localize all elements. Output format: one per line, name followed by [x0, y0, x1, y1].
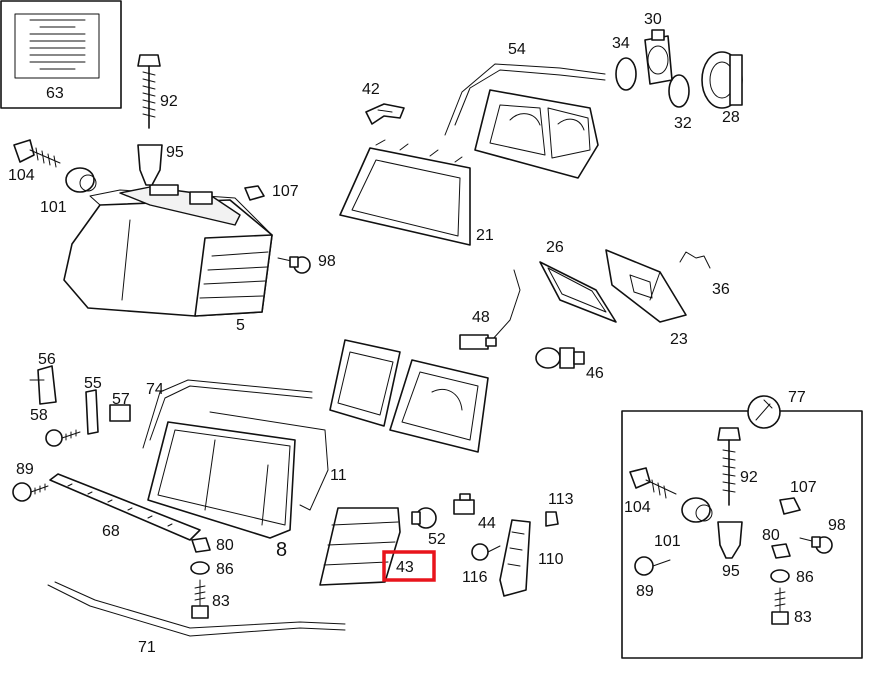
clip-57 — [109, 404, 131, 422]
part-63-frame — [0, 0, 122, 109]
label-101: 101 — [40, 199, 67, 216]
label-80b: 80 — [762, 527, 780, 544]
clip-80 — [191, 537, 211, 553]
washer-86 — [190, 561, 210, 575]
signal-lens-43 — [319, 507, 401, 586]
trim-68 — [49, 473, 201, 541]
label-74: 74 — [146, 381, 164, 398]
bolt-92 — [137, 54, 161, 129]
label-34: 34 — [612, 35, 630, 52]
label-107b: 107 — [790, 479, 817, 496]
ring-34 — [615, 57, 637, 91]
screw-116 — [471, 543, 501, 561]
label-42: 42 — [362, 81, 380, 98]
screw-89 — [12, 482, 49, 502]
label-110: 110 — [538, 551, 564, 568]
label-36: 36 — [712, 281, 730, 298]
label-86: 86 — [216, 561, 234, 578]
ring-32 — [668, 74, 690, 108]
clip-95 — [137, 144, 163, 186]
label-89: 89 — [16, 461, 34, 478]
label-21: 21 — [476, 227, 494, 244]
clip-42 — [365, 103, 405, 125]
label-98: 98 — [318, 253, 336, 270]
label-43: 43 — [396, 559, 414, 576]
label-92b: 92 — [740, 469, 758, 486]
strip-71 — [47, 581, 346, 637]
reflector-left — [329, 339, 401, 427]
label-28: 28 — [722, 109, 740, 126]
label-56: 56 — [38, 351, 56, 368]
socket-44 — [453, 493, 475, 515]
label-86b: 86 — [796, 569, 814, 586]
gasket-26 — [539, 261, 617, 323]
bolt-104 — [13, 139, 61, 168]
label-83b: 83 — [794, 609, 812, 626]
label-80: 80 — [216, 537, 234, 554]
label-104b: 104 — [624, 499, 651, 516]
label-52: 52 — [428, 531, 446, 548]
label-68: 68 — [102, 523, 120, 540]
seal-74 — [142, 379, 313, 449]
socket-28 — [701, 51, 743, 109]
spring-clip-36 — [679, 251, 711, 269]
label-71: 71 — [138, 639, 156, 656]
label-26: 26 — [546, 239, 564, 256]
label-92: 92 — [160, 93, 178, 110]
gasket-11 — [209, 411, 329, 511]
label-58: 58 — [30, 407, 48, 424]
bracket-110 — [499, 519, 531, 597]
label-83: 83 — [212, 593, 230, 610]
bracket-56 — [29, 365, 57, 405]
label-30: 30 — [644, 11, 662, 28]
frame-21 — [339, 139, 471, 246]
label-95: 95 — [166, 144, 184, 161]
label-107: 107 — [272, 183, 299, 200]
label-48: 48 — [472, 309, 490, 326]
bulb-48 — [459, 269, 521, 350]
label-95b: 95 — [722, 563, 740, 580]
nut-101 — [65, 167, 97, 193]
label-98b: 98 — [828, 517, 846, 534]
bulb-52 — [411, 507, 437, 529]
label-101b: 101 — [654, 533, 681, 550]
label-5: 5 — [236, 317, 245, 334]
label-113: 113 — [548, 491, 574, 508]
label-8: 8 — [276, 539, 287, 561]
label-23: 23 — [670, 331, 688, 348]
label-11: 11 — [330, 467, 347, 484]
socket-30 — [644, 29, 673, 85]
label-54: 54 — [508, 41, 526, 58]
label-104: 104 — [8, 167, 35, 184]
kit-77-frame — [621, 395, 863, 659]
label-44: 44 — [478, 515, 496, 532]
label-77: 77 — [788, 389, 806, 406]
clip-113 — [545, 511, 559, 527]
label-55: 55 — [84, 375, 102, 392]
clip-107 — [244, 185, 265, 201]
label-32: 32 — [674, 115, 692, 132]
label-89b: 89 — [636, 583, 654, 600]
reflector-right — [389, 359, 489, 453]
screw-83 — [191, 579, 209, 619]
screw-58 — [45, 429, 81, 447]
highlight-box — [382, 550, 436, 582]
screw-98 — [277, 256, 311, 274]
lens-housing-54 — [444, 63, 606, 179]
label-46: 46 — [586, 365, 604, 382]
label-116: 116 — [462, 569, 488, 586]
label-57: 57 — [112, 391, 130, 408]
headlamp-assembly-5 — [63, 184, 273, 317]
label-63: 63 — [46, 85, 64, 102]
bulb-46 — [535, 347, 585, 369]
cover-23 — [605, 249, 687, 323]
lens-8 — [147, 421, 296, 539]
bracket-55 — [85, 389, 99, 435]
